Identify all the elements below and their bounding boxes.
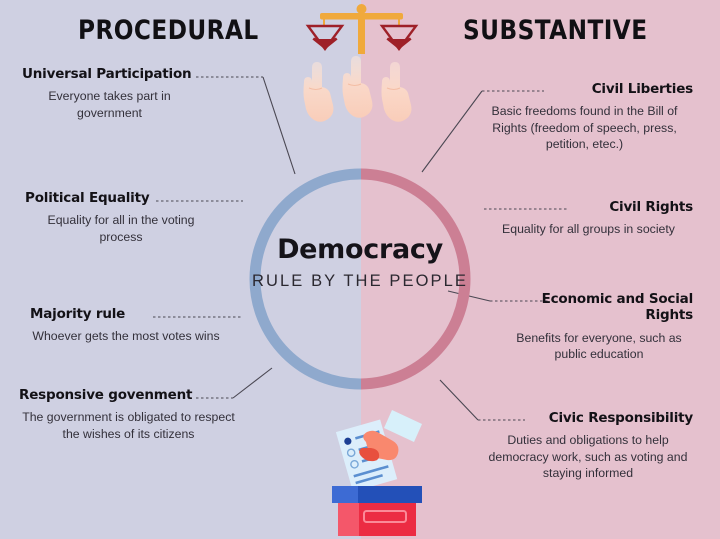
- center-title: Democracy: [277, 234, 443, 265]
- item-title: Universal Participation: [22, 66, 192, 82]
- scales-of-justice-icon: [305, 4, 419, 54]
- item-title: Political Equality: [25, 190, 150, 206]
- item-civic-responsibility: Civic Responsibility Duties and obligati…: [483, 410, 694, 482]
- item-political-equality: Political Equality Equality for all in t…: [25, 190, 217, 245]
- item-description: Duties and obligations to help democracy…: [488, 433, 688, 481]
- item-title: Majority rule: [30, 306, 126, 322]
- item-responsive-government: Responsive govenment The government is o…: [19, 387, 238, 442]
- item-civil-rights: Civil Rights Equality for all groups in …: [484, 199, 693, 238]
- background-left-half: [0, 0, 361, 539]
- item-description: Benefits for everyone, such as public ed…: [516, 330, 682, 362]
- background-right-half: [361, 0, 720, 539]
- democracy-circle: [248, 167, 472, 391]
- page-heading-procedural: PROCEDURAL: [78, 15, 259, 46]
- item-description: Basic freedoms found in the Bill of Righ…: [491, 104, 678, 152]
- item-title: Responsive govenment: [19, 387, 193, 403]
- item-description: The government is obligated to respect t…: [22, 410, 235, 441]
- item-description: Everyone takes part in government: [48, 89, 171, 120]
- item-majority-rule: Majority rule Whoever gets the most vote…: [30, 306, 222, 345]
- item-description: Equality for all in the voting process: [47, 213, 195, 244]
- item-title: Economic and Social Rights: [541, 291, 694, 324]
- item-title: Civil Liberties: [591, 81, 693, 97]
- item-civil-liberties: Civil Liberties Basic freedoms found in …: [476, 81, 694, 153]
- item-title: Civic Responsibility: [548, 410, 693, 426]
- item-description: Whoever gets the most votes wins: [32, 329, 220, 344]
- center-label-group: Democracy RULE BY THE PEOPLE: [228, 234, 492, 291]
- raised-hands-icon: [303, 56, 412, 122]
- item-economic-and-social-rights: Economic and Social Rights Benefits for …: [505, 291, 693, 363]
- item-title: Civil Rights: [609, 199, 693, 215]
- item-universal-participation: Universal Participation Everyone takes p…: [22, 66, 197, 121]
- center-subtitle: RULE BY THE PEOPLE: [251, 272, 468, 290]
- item-description: Equality for all groups in society: [502, 222, 675, 237]
- ballot-box-icon: [332, 410, 422, 536]
- page-heading-substantive: SUBSTANTIVE: [463, 15, 648, 46]
